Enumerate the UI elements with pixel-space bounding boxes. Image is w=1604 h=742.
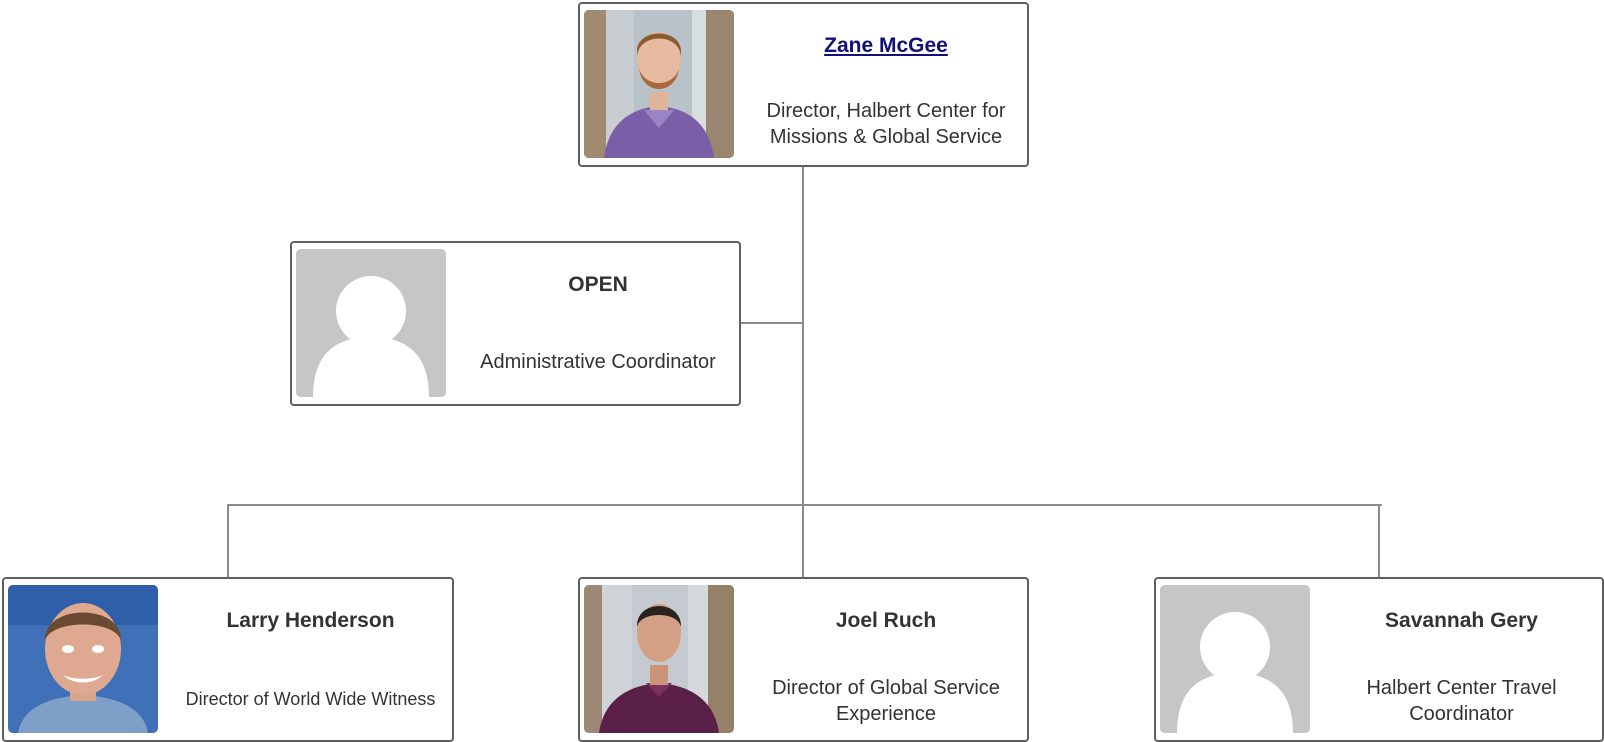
placeholder-avatar-icon [1160,585,1310,733]
org-node-joel-ruch[interactable]: Joel Ruch Director of Global Service Exp… [578,577,1029,742]
portrait-photo-larry [8,585,158,733]
employee-title: Halbert Center Travel Coordinator [1366,677,1557,725]
connector-children-bar [227,504,1382,506]
employee-name-link[interactable]: Zane McGee [824,34,948,57]
connector-joel-drop [802,504,804,578]
employee-name: Savannah Gery [1385,609,1538,632]
placeholder-avatar-icon [296,249,446,397]
org-node-open-position[interactable]: OPEN Administrative Coordinator [290,241,741,406]
connector-larry-drop [227,504,229,578]
org-node-zane-mcgee[interactable]: Zane McGee Director, Halbert Center for … [578,2,1029,167]
org-node-savannah-gery[interactable]: Savannah Gery Halbert Center Travel Coor… [1154,577,1604,742]
employee-title: Director of Global Service Experience [772,677,1000,725]
employee-name: Joel Ruch [835,609,937,632]
portrait-photo-joel [584,585,734,733]
employee-title: Administrative Coordinator [480,351,716,373]
org-node-larry-henderson[interactable]: Larry Henderson Director of World Wide W… [2,577,454,742]
employee-name: OPEN [568,273,628,296]
connector-open-branch [741,322,803,324]
portrait-photo-zane [584,10,734,158]
employee-title: Director, Halbert Center for Missions & … [766,100,1006,148]
connector-savannah-drop [1378,504,1380,578]
employee-name: Larry Henderson [226,609,395,632]
employee-title: Director of World Wide Witness [185,689,436,709]
connector-trunk [802,165,804,504]
